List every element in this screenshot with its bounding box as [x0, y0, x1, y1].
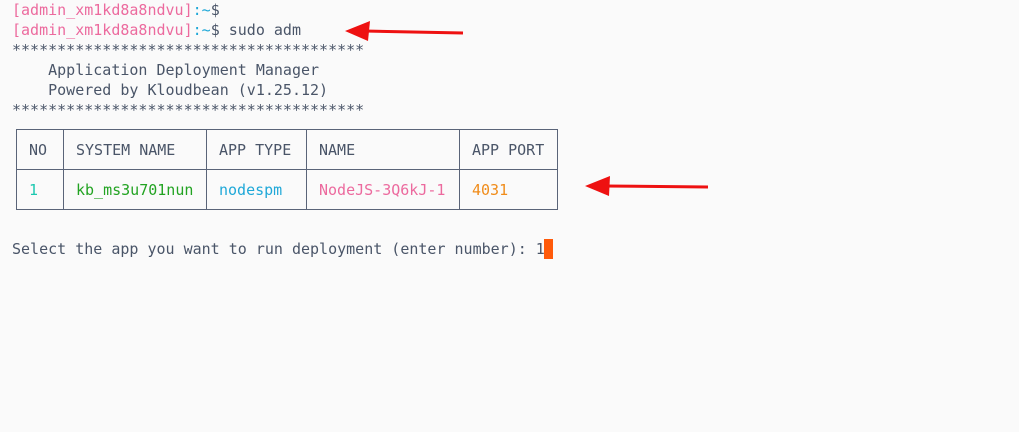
- cell-system-name: kb_ms3u701nun: [63, 169, 207, 210]
- prompt-symbol: $: [210, 1, 220, 19]
- input-value[interactable]: 1: [535, 240, 545, 258]
- cell-no: 1: [16, 169, 64, 210]
- prompt-path: ~: [201, 1, 211, 19]
- banner-title: Application Deployment Manager: [12, 61, 320, 79]
- cursor: [543, 239, 553, 259]
- command-text: sudo adm: [219, 21, 301, 39]
- table-row: 1 kb_ms3u701nun nodespm NodeJS-3Q6kJ-1 4…: [16, 169, 558, 210]
- input-prompt: Select the app you want to run deploymen…: [12, 240, 536, 258]
- cell-app-type: nodespm: [206, 169, 307, 210]
- red-arrow-left-icon: [585, 176, 709, 196]
- prompt-symbol: $: [210, 21, 220, 39]
- banner-border: ***************************************: [12, 41, 365, 59]
- prompt-sep: :: [192, 21, 202, 39]
- cell-name: NodeJS-3Q6kJ-1: [306, 169, 460, 210]
- banner-subtitle: Powered by Kloudbean (v1.25.12): [12, 81, 329, 99]
- input-line[interactable]: Select the app you want to run deploymen…: [12, 239, 553, 259]
- prompt-line-2: [admin_xm1kd8a8ndvu]:~$ sudo adm: [12, 20, 301, 40]
- header-app-port: APP PORT: [459, 129, 558, 170]
- red-arrow-left-icon: [345, 21, 464, 41]
- banner-border: ***************************************: [12, 101, 365, 119]
- prompt-sep: :: [192, 1, 202, 19]
- cell-app-port: 4031: [459, 169, 558, 210]
- prompt-path: ~: [201, 21, 211, 39]
- prompt-user: [admin_xm1kd8a8ndvu]: [12, 1, 193, 19]
- prompt-line-1: [admin_xm1kd8a8ndvu]:~$: [12, 0, 220, 20]
- apps-table: NO SYSTEM NAME APP TYPE NAME APP PORT 1 …: [16, 129, 558, 210]
- prompt-user: [admin_xm1kd8a8ndvu]: [12, 21, 193, 39]
